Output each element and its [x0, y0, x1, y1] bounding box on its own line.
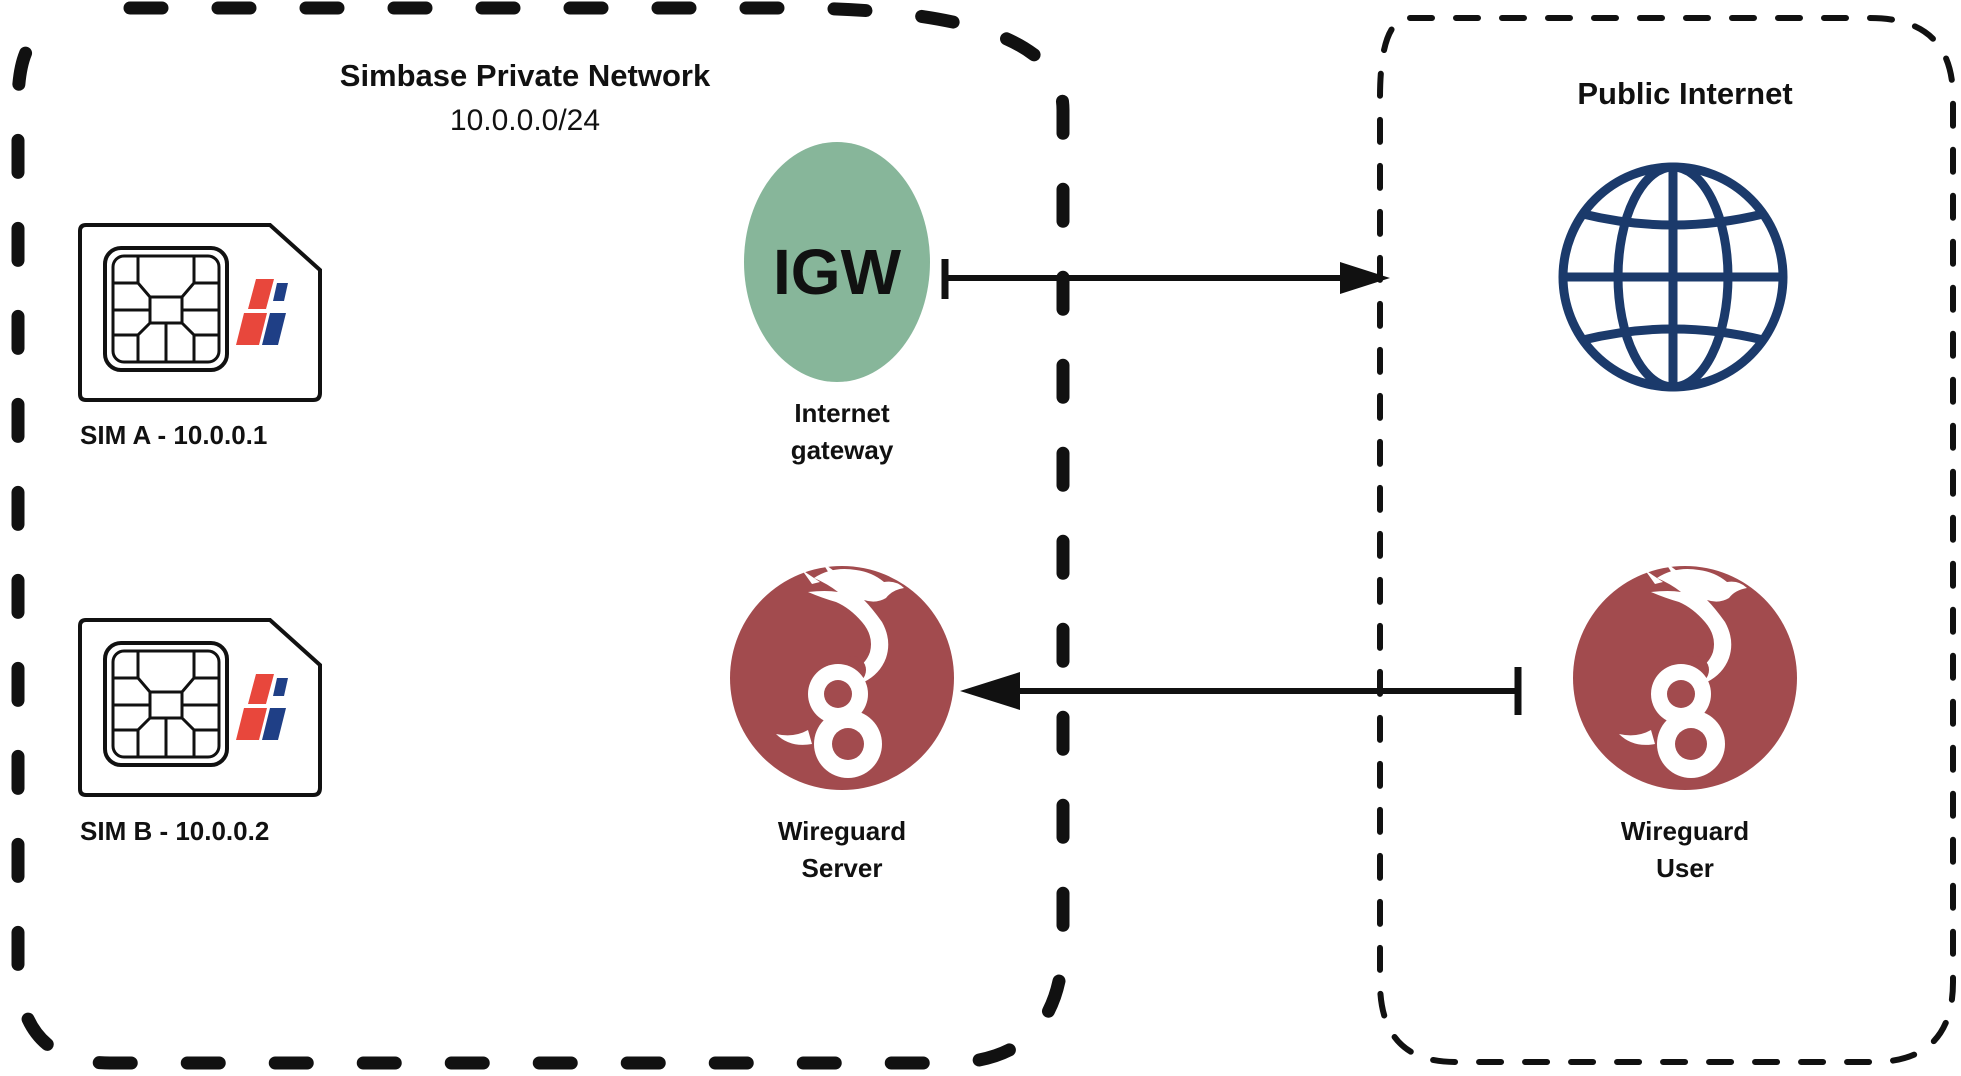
public-internet-region	[1377, 15, 1956, 1065]
igw-label-line1: Internet	[794, 398, 890, 428]
private-network-title: Simbase Private Network	[339, 58, 711, 93]
wg-user-label-line2: User	[1656, 853, 1714, 883]
igw-to-internet-arrow	[941, 259, 1390, 299]
user-to-server-arrow	[960, 667, 1522, 715]
igw-label-line2: gateway	[790, 435, 894, 465]
sim-a-card-icon	[78, 223, 322, 402]
sim-b-card-icon	[78, 618, 322, 797]
wg-user-label: Wireguard User	[1585, 813, 1785, 887]
sim-b-label: SIM B - 10.0.0.2	[80, 816, 270, 846]
sim-a-label: SIM A - 10.0.0.1	[80, 420, 268, 450]
wg-server-label-line1: Wireguard	[777, 816, 907, 846]
wireguard-user-icon	[1573, 562, 1797, 790]
igw-label: Internet gateway	[742, 395, 942, 469]
globe-icon	[1558, 162, 1788, 392]
igw-ellipse	[744, 142, 930, 382]
private-network-region	[11, 1, 1070, 1070]
wireguard-server-icon	[730, 562, 954, 790]
private-network-subnet: 10.0.0.0/24	[449, 104, 601, 137]
wg-server-label-line2: Server	[801, 853, 883, 883]
wg-server-label: Wireguard Server	[742, 813, 942, 887]
wg-user-label-line1: Wireguard	[1620, 816, 1750, 846]
igw-badge: IGW	[773, 236, 901, 308]
public-internet-title: Public Internet	[1577, 76, 1793, 111]
